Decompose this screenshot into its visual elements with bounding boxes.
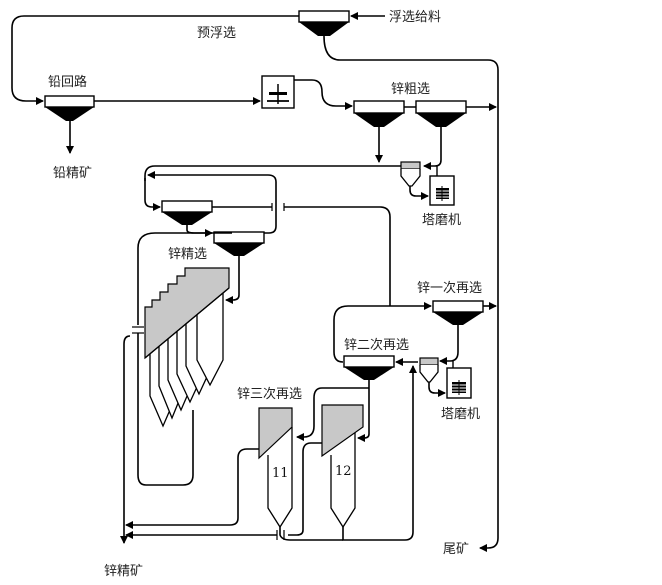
- prefloat-label: 预浮选: [197, 26, 236, 41]
- zinc-rougher-cell-1: [353, 100, 405, 127]
- lead-circuit-cell: [44, 95, 95, 121]
- column-bank-return-loop: [137, 333, 194, 486]
- column-bank-left-loop: [137, 232, 232, 325]
- column-12-label: 12: [335, 464, 352, 479]
- zinc-rougher-cell-2: [415, 100, 467, 127]
- zinc-rougher-label: 锌粗选: [391, 82, 430, 97]
- prefloat-cell: [298, 10, 350, 36]
- rougher-2-froth-line: [423, 127, 442, 170]
- prefloat-to-lead-line: [11, 15, 299, 105]
- column-12-tail-return: [342, 365, 417, 541]
- zinc-concentrate-label: 锌精矿: [104, 564, 143, 579]
- scavenger-1-froth-line: [439, 325, 459, 365]
- concentrate-trunk: [120, 335, 131, 544]
- zinc-scavenger-2-cell: [343, 355, 395, 380]
- column-11-froth-line: [125, 448, 259, 529]
- feed-label: 浮选给料: [389, 10, 441, 25]
- rougher-conc-to-cleaner: [144, 165, 401, 181]
- cyclone-2: [419, 357, 439, 383]
- tower-mill-2-label: 塔磨机: [441, 407, 480, 422]
- cleaner-tail-to-scavenger: [284, 206, 391, 306]
- column-12-froth-line: [288, 442, 322, 536]
- tower-mill-1: [429, 175, 455, 206]
- zinc-cleaner-label: 锌精选: [168, 247, 207, 262]
- zinc-scavenger-3-label: 锌三次再选: [237, 386, 302, 402]
- scavenger-1-feed: [333, 305, 390, 363]
- scavenger-2-froth-to-12: [357, 380, 370, 442]
- tower-mill-2: [446, 367, 472, 399]
- cyclone-2-to-mill-line: [428, 382, 446, 397]
- cleaner-top-loop: [147, 171, 277, 234]
- column-11-tail: [279, 527, 343, 541]
- zinc-cleaner-cell-1: [161, 200, 213, 225]
- cleaner-column-bank: [144, 267, 230, 428]
- zinc-scavenger-1-label: 锌一次再选: [417, 280, 482, 296]
- column-12: 12: [321, 404, 364, 529]
- cyclone-1: [400, 161, 421, 187]
- zinc-scavenger-1-cell: [432, 300, 484, 325]
- column-11-label: 11: [272, 466, 289, 481]
- zinc-scavenger-2-label: 锌二次再选: [344, 337, 409, 353]
- cleaner-feed-left: [144, 178, 161, 211]
- zinc-cleaner-cell-2: [213, 231, 265, 256]
- lead-concentrate-label: 铅精矿: [53, 166, 92, 181]
- cleaner-1-conc-to-2: [186, 225, 213, 237]
- tailings-label: 尾矿: [443, 542, 469, 557]
- cyclone-to-mill-line: [409, 186, 429, 200]
- agitator-tank: [261, 75, 295, 109]
- prefloat-tail-line: [323, 35, 499, 552]
- lead-circuit-label: 铅回路: [48, 74, 87, 90]
- agitator-to-rougher-line: [294, 79, 353, 110]
- scavenger-2-froth-to-11: [296, 387, 369, 441]
- column-11: 11: [258, 407, 293, 529]
- tower-mill-1-label: 塔磨机: [422, 213, 461, 228]
- cleaner-2-to-column-bank: [225, 256, 240, 304]
